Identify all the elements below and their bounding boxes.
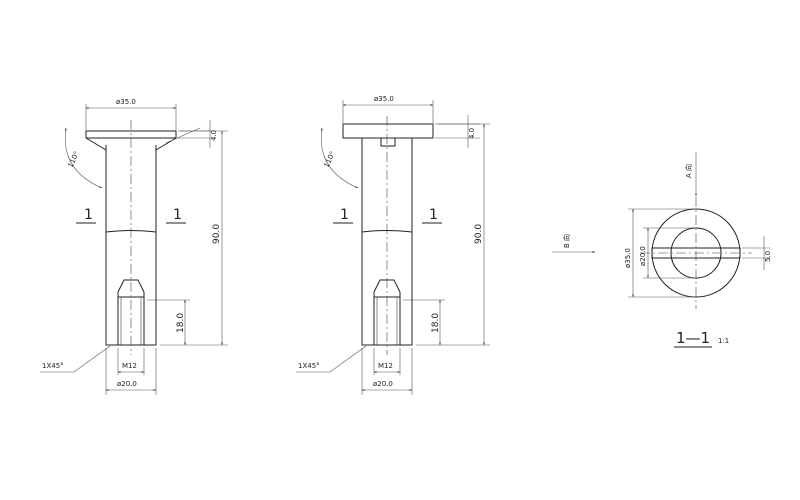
view-direction-b: B 向 (562, 234, 571, 248)
section-marker-right-2: 1 (429, 207, 438, 223)
dim-thread-size-1: M12 (122, 362, 137, 370)
head-slot-2 (380, 137, 396, 147)
section-marker-right-1: 1 (173, 207, 182, 223)
chamfer-note-1: 1X45° (42, 362, 64, 370)
dim-shaft-diameter-2: ø20.0 (373, 380, 393, 388)
chamfer-note-2: 1X45° (298, 362, 320, 370)
threaded-hole-1 (117, 279, 145, 345)
dim-head-thickness-1: 4.0 (210, 130, 218, 141)
dim-head-thickness-2: 4.0 (468, 128, 476, 139)
pin-view-1: 1 1 ø35.0 4.0 110° 90.0 18.0 M12 (40, 98, 228, 395)
section-marker-left-2: 1 (340, 207, 349, 223)
dim-head-diameter-2: ø35.0 (374, 95, 394, 103)
dim-overall-length-2: 90.0 (474, 224, 484, 244)
dim-angle-2: 110° (323, 150, 337, 169)
dim-angle-1: 110° (67, 150, 81, 169)
dim-slot-width: 5.0 (764, 251, 772, 262)
dim-overall-length-1: 90.0 (212, 224, 222, 244)
dim-thread-depth-2: 18.0 (431, 313, 441, 333)
section-caption: 1—1 (676, 329, 710, 347)
dim-shaft-diameter-1: ø20.0 (117, 380, 137, 388)
view-direction-a: A 向 (684, 164, 693, 178)
dim-head-diameter-1: ø35.0 (116, 98, 136, 106)
head-chamfer-left-1 (85, 137, 107, 151)
section-scale: 1:1 (718, 337, 729, 345)
pin-head-2 (342, 123, 434, 139)
dim-section-inner: ø20.0 (639, 246, 647, 266)
dim-thread-size-2: M12 (378, 362, 393, 370)
section-marker-left-1: 1 (84, 207, 93, 223)
dim-section-outer: ø35.0 (624, 248, 632, 268)
dim-thread-depth-1: 18.0 (176, 313, 186, 333)
pin-view-2: 1 1 ø35.0 4.0 110° 90.0 18.0 M12 ø20.0 1… (296, 95, 490, 395)
section-view: ø35.0 ø20.0 5.0 A 向 B 向 1—1 1:1 (552, 152, 772, 348)
